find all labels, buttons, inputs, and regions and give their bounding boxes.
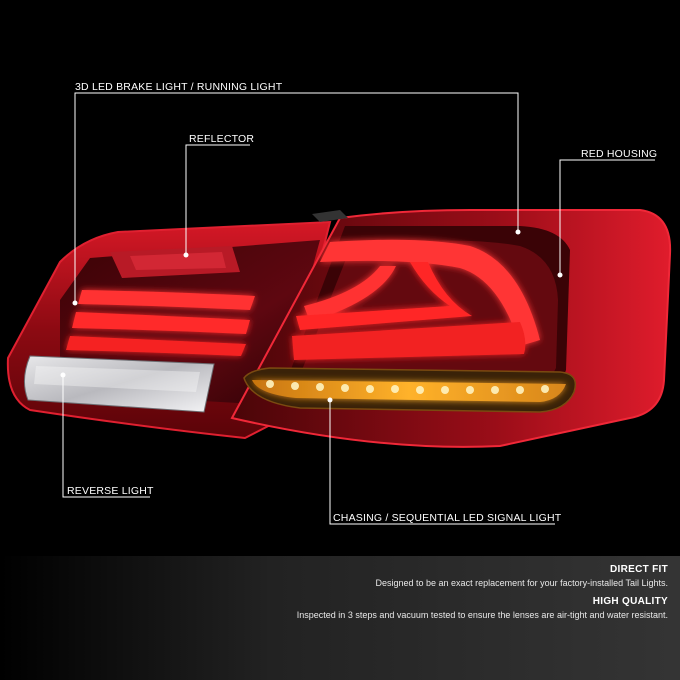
brake-light-label: 3D LED BRAKE LIGHT / RUNNING LIGHT — [75, 81, 283, 93]
feature-title: HIGH QUALITY — [592, 596, 668, 607]
signal-led-dots — [266, 380, 549, 394]
feature-title: DIRECT FIT — [610, 564, 668, 575]
brake-light-bars — [66, 290, 255, 356]
trunk-lamp — [6, 220, 332, 440]
feature-info-panel: DIRECT FIT Designed to be an exact repla… — [0, 556, 680, 680]
feature-description: Designed to be an exact replacement for … — [375, 578, 669, 588]
quarter-lamp — [230, 209, 672, 448]
feature-description: Inspected in 3 steps and vacuum tested t… — [296, 610, 668, 620]
callout-lines — [62, 92, 655, 525]
reverse-light-label: REVERSE LIGHT — [67, 485, 154, 497]
reflector-label: REFLECTOR — [189, 133, 255, 145]
3d-led-brake-bar — [292, 239, 540, 360]
reverse-light — [24, 355, 215, 413]
red-housing-label: RED HOUSING — [581, 148, 658, 160]
callout-dots — [60, 229, 563, 403]
signal-light-label: CHASING / SEQUENTIAL LED SIGNAL LIGHT — [333, 512, 562, 524]
